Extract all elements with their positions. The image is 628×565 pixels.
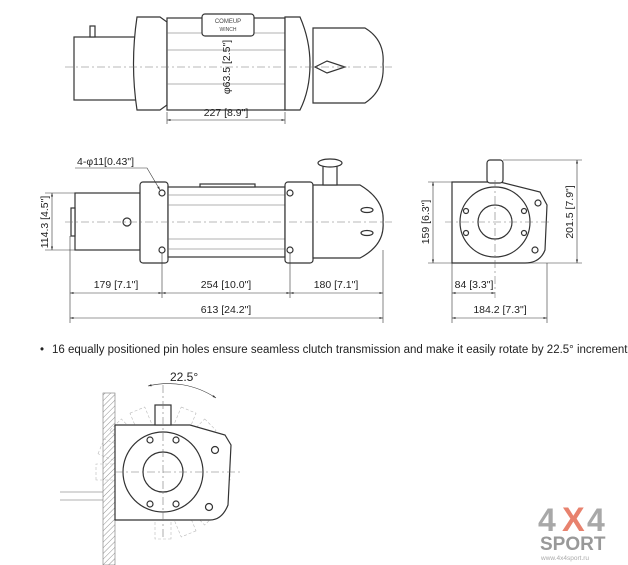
rotation-diagram: 22.5° [60,370,240,565]
breather-icon [89,25,96,38]
right-end-plate [284,16,311,111]
mount-hole [286,246,294,254]
height-label: 114.3 [4.5"] [39,196,51,249]
end-height-label: 159 [6.3"] [420,200,432,245]
overall-length-label: 613 [24.2"] [201,304,252,316]
clutch-handle [486,159,504,184]
motor [73,36,138,101]
ghost-handle-position [95,463,117,481]
angle-label: 22.5° [170,370,198,384]
feature-note: 16 equally positioned pin holes ensure s… [40,344,628,356]
dim-right-label: 180 [7.1"] [314,279,359,291]
brand-text: COMEUP [215,19,241,25]
mounting-wall [102,392,116,565]
mount-hole [158,189,166,197]
dim-mid-label: 254 [10.0"] [201,279,252,291]
brand-plate [201,13,255,37]
svg-text:4: 4 [538,502,556,538]
gearbox [312,184,384,259]
top-view: COMEUP WINCH 227 [8.9"] φ63.5 [2.5"] [65,13,392,124]
holes-label: 4-φ11[0.43"] [77,156,134,168]
side-view: 4-φ11[0.43"] 114.3 [4.5"] 179 [7.1"] 254… [39,156,392,323]
end-view: 159 [6.3"] 201.5 [7.9"] 84 [3.3"] 184.2 … [420,159,582,323]
offset-label: 84 [3.3"] [455,279,494,291]
brand-subtext: WINCH [220,27,237,33]
drum-length-label: 227 [8.9"] [204,107,249,119]
end-width-label: 184.2 [7.3"] [473,304,526,316]
watermark-url: www.4x4sport.ru [540,555,589,562]
ghost-handle-position [129,406,153,433]
dim-left-label: 179 [7.1"] [94,279,139,291]
ghost-handle-position [154,518,172,540]
mount-hole [158,246,166,254]
mount-hole [286,189,294,197]
ghost-handle-position [173,511,197,538]
gearbox [312,27,384,104]
overall-height-label: 201.5 [7.9"] [564,185,576,238]
drum-diameter-label: φ63.5 [2.5"] [221,40,233,94]
svg-text:SPORT: SPORT [540,534,606,555]
watermark-logo: 4 4 X SPORT www.4x4sport.ru [538,501,606,562]
svg-text:X: X [562,501,585,539]
left-end-plate [132,16,168,111]
svg-text:4: 4 [587,502,605,538]
ghost-handle-position [173,406,197,433]
